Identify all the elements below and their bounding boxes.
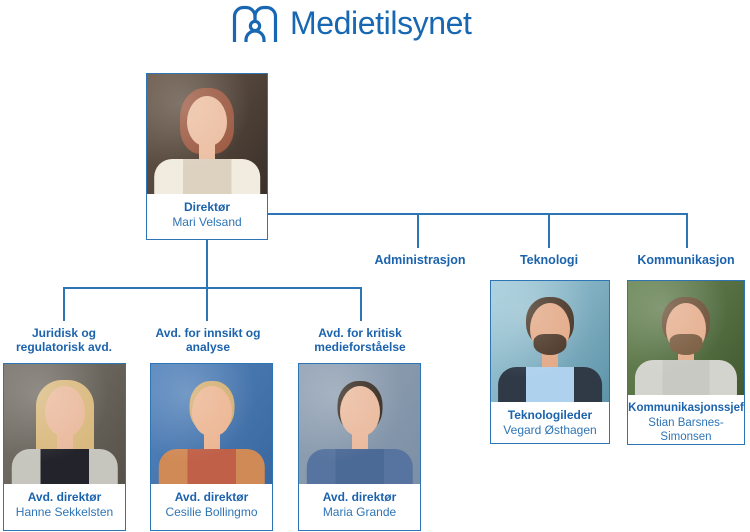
avatar-beard bbox=[669, 334, 703, 355]
person-name: Hanne Sekkelsten bbox=[15, 504, 114, 519]
card-juridisk-direktor: Avd. direktør Hanne Sekkelsten bbox=[3, 363, 126, 531]
branch-label-kommunikasjon: Kommunikasjon bbox=[637, 253, 735, 267]
avatar-torso bbox=[154, 159, 260, 194]
avatar-beard bbox=[48, 417, 81, 438]
dept-label-line1: Juridisk og bbox=[31, 326, 96, 340]
connector-drop-administrasjon bbox=[417, 213, 419, 248]
avatar-hair bbox=[189, 381, 234, 433]
dept-label-kritisk: Avd. for kritisk medieforståelse bbox=[290, 326, 430, 354]
avatar-beard bbox=[533, 334, 567, 355]
card-caption: Teknologileder Vegard Østhagen bbox=[491, 402, 609, 443]
card-caption: Avd. direktør Hanne Sekkelsten bbox=[4, 484, 125, 530]
avatar-beard bbox=[191, 127, 224, 148]
role-title: Avd. direktør bbox=[322, 490, 397, 504]
avatar-neck bbox=[56, 428, 73, 454]
avatar-torso bbox=[634, 360, 738, 395]
dept-label-line2: medieforståelse bbox=[314, 339, 406, 354]
role-title: Avd. direktør bbox=[174, 490, 249, 504]
role-title: Kommunikasjonssjef bbox=[628, 402, 744, 414]
avatar-head bbox=[44, 386, 85, 436]
card-kommunikasjonssjef: Kommunikasjonssjef Stian Barsnes-Simonse… bbox=[627, 280, 745, 445]
connector-drop-juridisk bbox=[63, 287, 65, 321]
avatar-torso bbox=[158, 449, 265, 484]
connector-drop-kommunikasjon bbox=[686, 213, 688, 248]
connector-director-down bbox=[206, 240, 208, 289]
photo-vegard-osthagen bbox=[491, 281, 609, 402]
avatar-head bbox=[339, 386, 380, 436]
card-kritisk-direktor: Avd. direktør Maria Grande bbox=[298, 363, 421, 531]
card-director: Direktør Mari Velsand bbox=[146, 73, 268, 240]
avatar-neck bbox=[542, 345, 558, 371]
avatar-hair bbox=[337, 381, 382, 433]
card-caption: Avd. direktør Maria Grande bbox=[299, 484, 420, 530]
connector-drop-kritisk bbox=[360, 287, 362, 321]
connector-drop-teknologi bbox=[548, 213, 550, 248]
avatar-beard bbox=[195, 417, 228, 438]
avatar-beard bbox=[343, 417, 376, 438]
avatar-neck bbox=[678, 345, 694, 371]
person-name: Stian Barsnes-Simonsen bbox=[648, 416, 724, 443]
dept-label-line1: Avd. for kritisk bbox=[318, 326, 402, 340]
person-name: Maria Grande bbox=[322, 504, 397, 519]
avatar-head bbox=[187, 96, 227, 146]
connector-departments-bus bbox=[63, 287, 362, 289]
branch-label-teknologi: Teknologi bbox=[519, 253, 579, 267]
brand-name: Medietilsynet bbox=[290, 5, 472, 41]
role-title: Direktør bbox=[183, 200, 230, 214]
avatar-neck bbox=[199, 138, 215, 164]
card-innsikt-direktor: Avd. direktør Cesilie Bollingmo bbox=[150, 363, 273, 531]
photo-hanne-sekkelsten bbox=[4, 364, 125, 484]
medietilsynet-logo-icon bbox=[232, 5, 278, 42]
avatar-hair bbox=[35, 380, 94, 474]
dept-label-innsikt: Avd. for innsikt og analyse bbox=[138, 326, 278, 354]
medietilsynet-logo: Medietilsynet bbox=[231, 4, 472, 42]
avatar-head bbox=[191, 386, 232, 436]
dept-label-line2: regulatorisk avd. bbox=[15, 339, 113, 354]
person-name: Vegard Østhagen bbox=[503, 422, 597, 437]
avatar-torso bbox=[11, 449, 118, 484]
role-title: Avd. direktør bbox=[27, 490, 102, 504]
person-name: Cesilie Bollingmo bbox=[165, 504, 258, 519]
connector-director-to-staff bbox=[268, 213, 688, 215]
role-title: Teknologileder bbox=[507, 408, 593, 422]
avatar-hair bbox=[180, 88, 234, 154]
dept-label-line2: analyse bbox=[185, 339, 231, 354]
photo-cesilie-bollingmo bbox=[151, 364, 272, 484]
card-caption: Direktør Mari Velsand bbox=[147, 194, 267, 239]
avatar-neck bbox=[203, 428, 220, 454]
avatar-torso bbox=[306, 449, 413, 484]
card-caption: Avd. direktør Cesilie Bollingmo bbox=[151, 484, 272, 530]
photo-maria-grande bbox=[299, 364, 420, 484]
dept-label-juridisk: Juridisk og regulatorisk avd. bbox=[2, 326, 126, 354]
person-name: Mari Velsand bbox=[172, 214, 242, 229]
card-caption: Kommunikasjonssjef Stian Barsnes-Simonse… bbox=[628, 395, 744, 444]
avatar-hair bbox=[526, 297, 574, 347]
photo-mari-velsand bbox=[147, 74, 267, 194]
connector-drop-innsikt bbox=[206, 287, 208, 321]
branch-label-administrasjon: Administrasjon bbox=[374, 253, 466, 267]
avatar-hair bbox=[662, 297, 710, 347]
avatar-torso bbox=[498, 367, 602, 402]
photo-stian-barsnes-simonsen bbox=[628, 281, 744, 395]
avatar-head bbox=[666, 303, 706, 353]
avatar-neck bbox=[351, 428, 368, 454]
avatar-head bbox=[530, 303, 570, 353]
dept-label-line1: Avd. for innsikt og bbox=[155, 326, 261, 340]
card-teknologileder: Teknologileder Vegard Østhagen bbox=[490, 280, 610, 444]
